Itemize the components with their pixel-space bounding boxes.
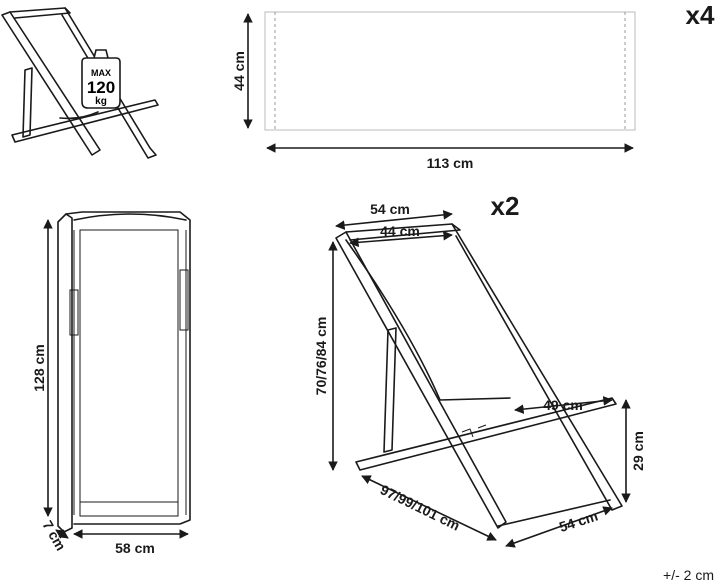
- fabric-quantity: x4: [686, 0, 715, 30]
- chair-quantity: x2: [491, 191, 520, 221]
- folded-height-label: 128 cm: [31, 344, 47, 391]
- chair-top-inner-label: 44 cm: [380, 223, 420, 239]
- chair-top-outer-label: 54 cm: [370, 201, 410, 217]
- folded-chair-illustration: [57, 211, 191, 533]
- fabric-panel: [264, 11, 636, 131]
- chair-armrest-dimension: [514, 396, 613, 414]
- chair-length-label: 97/99/101 cm: [378, 481, 463, 533]
- chair-armrest-label: 49 cm: [543, 397, 583, 413]
- chair-length-dimension: [361, 475, 497, 541]
- weight-value: 120: [87, 78, 115, 97]
- deck-chair-illustration: [335, 223, 623, 529]
- fabric-width-label: 113 cm: [427, 155, 474, 171]
- chair-back-height-label: 70/76/84 cm: [313, 317, 329, 396]
- tolerance-note: +/- 2 cm: [663, 567, 714, 583]
- chair-top-inner-dimension: [349, 230, 453, 248]
- weight-unit: kg: [95, 96, 107, 107]
- fabric-height-label: 44 cm: [231, 51, 247, 91]
- weight-max-label: MAX: [91, 68, 111, 78]
- folded-width-label: 58 cm: [115, 540, 155, 556]
- chair-seat-height-label: 29 cm: [630, 431, 646, 471]
- chair-base-width-label: 54 cm: [557, 508, 600, 535]
- chair-base-width-dimension: [505, 506, 613, 548]
- weight-icon: MAX 120 kg: [81, 49, 121, 109]
- chair-top-outer-dimension: [335, 210, 453, 230]
- load-capacity-chair-illustration: [1, 7, 159, 159]
- folded-depth-dimension: [55, 529, 69, 539]
